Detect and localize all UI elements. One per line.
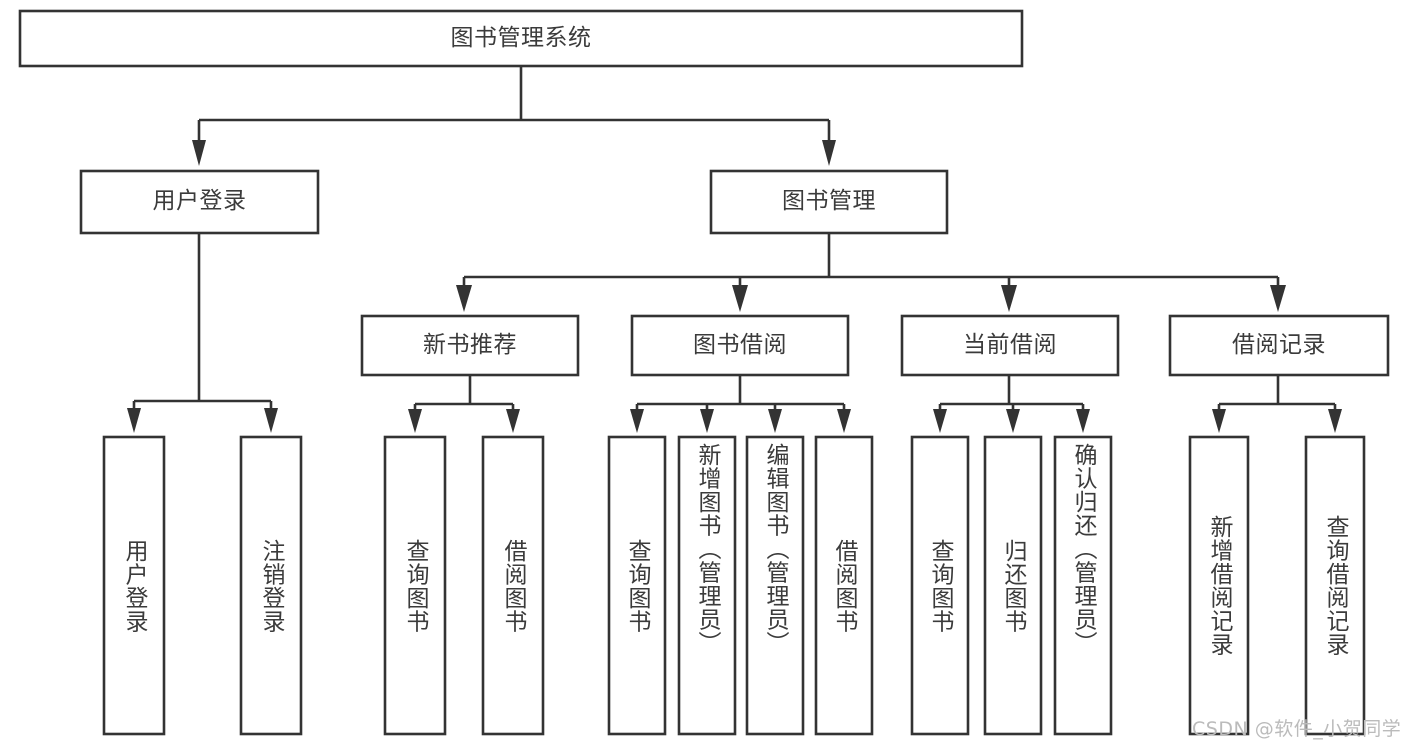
- node-box-new-book-recommend[interactable]: [360, 314, 580, 377]
- node-box-leaf-add-book[interactable]: [677, 435, 737, 736]
- arrowhead-leaf-query-book-3: [933, 409, 947, 433]
- arrowhead-leaf-logout: [264, 408, 278, 433]
- arrowhead-leaf-add-record: [1212, 409, 1226, 433]
- arrowhead-leaf-confirm-return: [1076, 409, 1090, 433]
- node-box-leaf-logout[interactable]: [239, 435, 303, 736]
- arrowhead-book-management: [822, 140, 836, 166]
- node-box-current-borrow[interactable]: [900, 314, 1120, 377]
- node-box-book-borrow[interactable]: [630, 314, 850, 377]
- node-box-leaf-borrow-book-2[interactable]: [814, 435, 874, 736]
- node-box-leaf-borrow-book-1[interactable]: [481, 435, 545, 736]
- node-box-leaf-confirm-return[interactable]: [1053, 435, 1113, 736]
- arrowhead-leaf-user-login: [127, 408, 141, 433]
- arrowhead-leaf-borrow-book-1: [506, 409, 520, 433]
- node-box-leaf-add-record[interactable]: [1188, 435, 1250, 736]
- node-box-leaf-query-book-3[interactable]: [910, 435, 970, 736]
- arrowhead-leaf-edit-book: [768, 409, 782, 433]
- node-box-leaf-edit-book[interactable]: [745, 435, 805, 736]
- arrowhead-leaf-query-record: [1328, 409, 1342, 433]
- arrowhead-leaf-borrow-book-2: [837, 409, 851, 433]
- node-box-root[interactable]: [18, 9, 1024, 68]
- arrowhead-leaf-return-book: [1006, 409, 1020, 433]
- node-box-leaf-query-book-2[interactable]: [607, 435, 667, 736]
- arrowhead-borrow-record: [1270, 285, 1286, 312]
- node-box-user-login[interactable]: [79, 169, 320, 235]
- node-box-leaf-return-book[interactable]: [983, 435, 1043, 736]
- arrowhead-user-login: [192, 140, 206, 166]
- arrowhead-leaf-query-book-2: [630, 409, 644, 433]
- node-box-leaf-user-login[interactable]: [102, 435, 166, 736]
- arrowhead-leaf-query-book-1: [408, 409, 422, 433]
- arrowhead-book-borrow: [732, 285, 748, 312]
- node-box-leaf-query-book-1[interactable]: [383, 435, 447, 736]
- node-box-borrow-record[interactable]: [1168, 314, 1390, 377]
- arrowhead-current-borrow: [1001, 285, 1017, 312]
- node-box-book-management[interactable]: [709, 169, 949, 235]
- arrowhead-new-book-recommend: [456, 285, 472, 312]
- node-box-leaf-query-record[interactable]: [1304, 435, 1366, 736]
- arrowhead-leaf-add-book: [700, 409, 714, 433]
